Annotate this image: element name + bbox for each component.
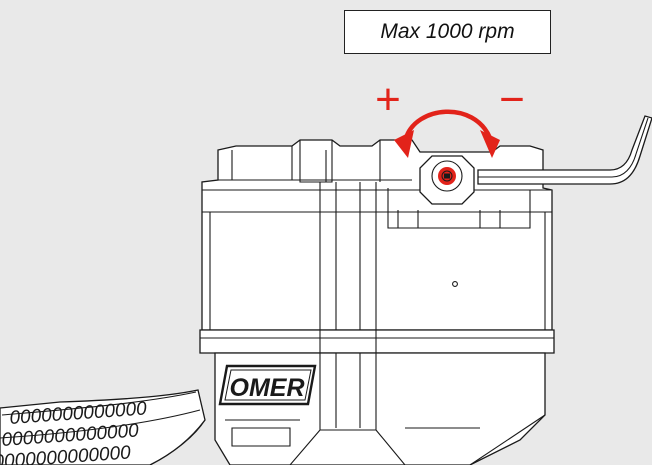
hose: 0000000000000 0000000000000 000000000000… [0, 389, 206, 465]
omer-logo: OMER [218, 364, 317, 406]
adjust-direction-arrow [394, 109, 500, 158]
hex-key [477, 115, 652, 185]
adjusting-screw [419, 155, 475, 205]
brand-logo-text: OMER [230, 374, 305, 402]
increase-symbol: + [375, 75, 401, 124]
speed-limit-label: Max 1000 rpm [344, 10, 551, 54]
decrease-symbol: − [499, 75, 525, 124]
